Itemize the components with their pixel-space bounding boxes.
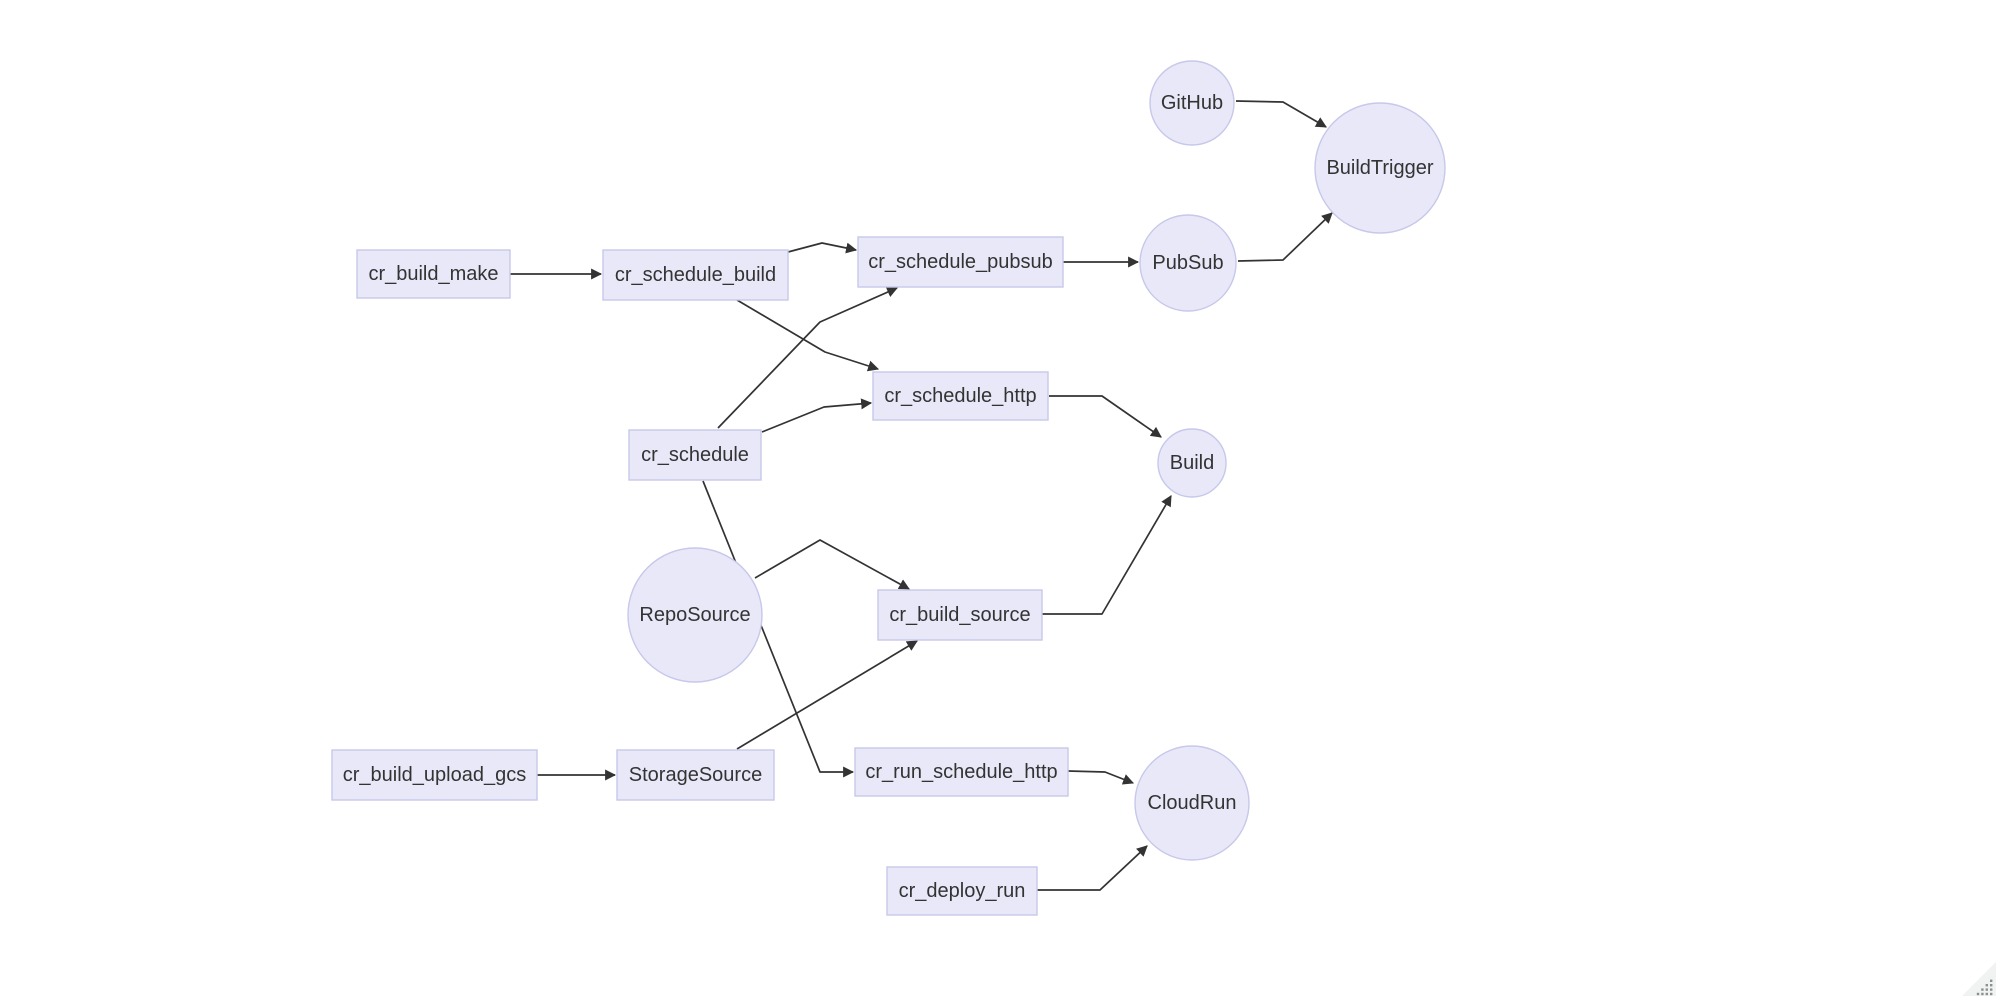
CloudRun-circle <box>1134 745 1250 861</box>
Build-circle <box>1157 428 1227 498</box>
node-StorageSource: StorageSource <box>616 749 775 801</box>
grip-dot <box>1990 992 1993 996</box>
node-BuildTrigger: BuildTrigger <box>1314 102 1446 234</box>
cr_schedule_pubsub-rect <box>857 236 1064 288</box>
node-label-cr_build_upload_gcs: cr_build_upload_gcs <box>343 764 526 786</box>
edge-cr_schedule_build-to-cr_schedule_http <box>736 299 880 372</box>
node-Build: Build <box>1157 428 1227 498</box>
node-label-cr_schedule_pubsub: cr_schedule_pubsub <box>868 251 1053 273</box>
node-cr_schedule_http: cr_schedule_http <box>872 371 1049 421</box>
cr_schedule_http-rect <box>872 371 1049 421</box>
node-CloudRun: CloudRun <box>1134 745 1250 861</box>
cr_schedule_build-rect <box>602 249 789 301</box>
node-label-CloudRun: CloudRun <box>1148 792 1237 814</box>
node-cr_build_source: cr_build_source <box>877 589 1043 641</box>
node-cr_build_make: cr_build_make <box>356 249 511 299</box>
node-label-cr_build_source: cr_build_source <box>889 604 1030 626</box>
edge-cr_schedule_http-to-Build <box>1049 395 1162 438</box>
node-label-cr_schedule: cr_schedule <box>641 444 749 466</box>
GitHub-circle <box>1149 60 1235 146</box>
grip-dot <box>1981 992 1984 996</box>
edge-cr_deploy_run-to-CloudRun <box>1037 845 1148 891</box>
node-cr_schedule_build: cr_schedule_build <box>602 249 789 301</box>
grip-dot <box>1990 979 1993 982</box>
edge-cr_schedule_build-to-cr_schedule_pubsub <box>787 242 858 254</box>
grip-dot <box>1981 988 1984 991</box>
node-label-cr_run_schedule_http: cr_run_schedule_http <box>865 761 1057 783</box>
node-cr_schedule_pubsub: cr_schedule_pubsub <box>857 236 1064 288</box>
node-label-BuildTrigger: BuildTrigger <box>1326 157 1433 179</box>
node-label-StorageSource: StorageSource <box>629 764 762 786</box>
grip-dot <box>1985 992 1988 996</box>
node-label-cr_deploy_run: cr_deploy_run <box>899 880 1026 902</box>
edge-StorageSource-to-cr_build_source <box>736 640 918 750</box>
edge-cr_schedule-to-cr_schedule_pubsub <box>717 286 899 429</box>
edge-GitHub-to-BuildTrigger <box>1235 100 1327 128</box>
node-layer: cr_build_make cr_schedule_build cr_schedul… <box>331 60 1446 916</box>
node-cr_schedule: cr_schedule <box>628 429 762 481</box>
node-GitHub: GitHub <box>1149 60 1235 146</box>
cr_schedule-rect <box>628 429 762 481</box>
node-label-RepoSource: RepoSource <box>639 604 750 626</box>
grip-dot <box>1976 992 1980 996</box>
edge-cr_run_schedule_http-to-CloudRun <box>1067 770 1135 785</box>
BuildTrigger-circle <box>1314 102 1446 234</box>
node-PubSub: PubSub <box>1139 214 1237 312</box>
grip-dot <box>1985 984 1988 987</box>
node-label-cr_schedule_build: cr_schedule_build <box>615 264 776 286</box>
cr_deploy_run-rect <box>886 866 1038 916</box>
cr_build_source-rect <box>877 589 1043 641</box>
node-label-Build: Build <box>1170 452 1214 474</box>
grip-dot <box>1990 984 1993 987</box>
edge-RepoSource-to-cr_build_source <box>754 539 910 590</box>
node-cr_run_schedule_http: cr_run_schedule_http <box>854 747 1069 797</box>
edge-PubSub-to-BuildTrigger <box>1237 212 1333 262</box>
grip-dot <box>1985 988 1988 991</box>
cr_build_upload_gcs-rect <box>331 749 538 801</box>
PubSub-circle <box>1139 214 1237 312</box>
RepoSource-circle <box>627 547 763 683</box>
node-cr_deploy_run: cr_deploy_run <box>886 866 1038 916</box>
grip-dot <box>1990 988 1993 991</box>
node-label-PubSub: PubSub <box>1152 252 1223 274</box>
StorageSource-rect <box>616 749 775 801</box>
resize-grip-icon[interactable] <box>1948 948 1996 996</box>
cr_run_schedule_http-rect <box>854 747 1069 797</box>
cr_build_make-rect <box>356 249 511 299</box>
node-label-cr_build_make: cr_build_make <box>368 263 498 285</box>
edge-layer <box>510 100 1333 891</box>
edge-cr_build_source-to-Build <box>1042 495 1172 615</box>
edge-cr_schedule-to-cr_schedule_http <box>761 398 873 433</box>
node-cr_build_upload_gcs: cr_build_upload_gcs <box>331 749 538 801</box>
node-label-cr_schedule_http: cr_schedule_http <box>884 385 1036 407</box>
node-label-GitHub: GitHub <box>1161 92 1223 114</box>
node-RepoSource: RepoSource <box>627 547 763 683</box>
